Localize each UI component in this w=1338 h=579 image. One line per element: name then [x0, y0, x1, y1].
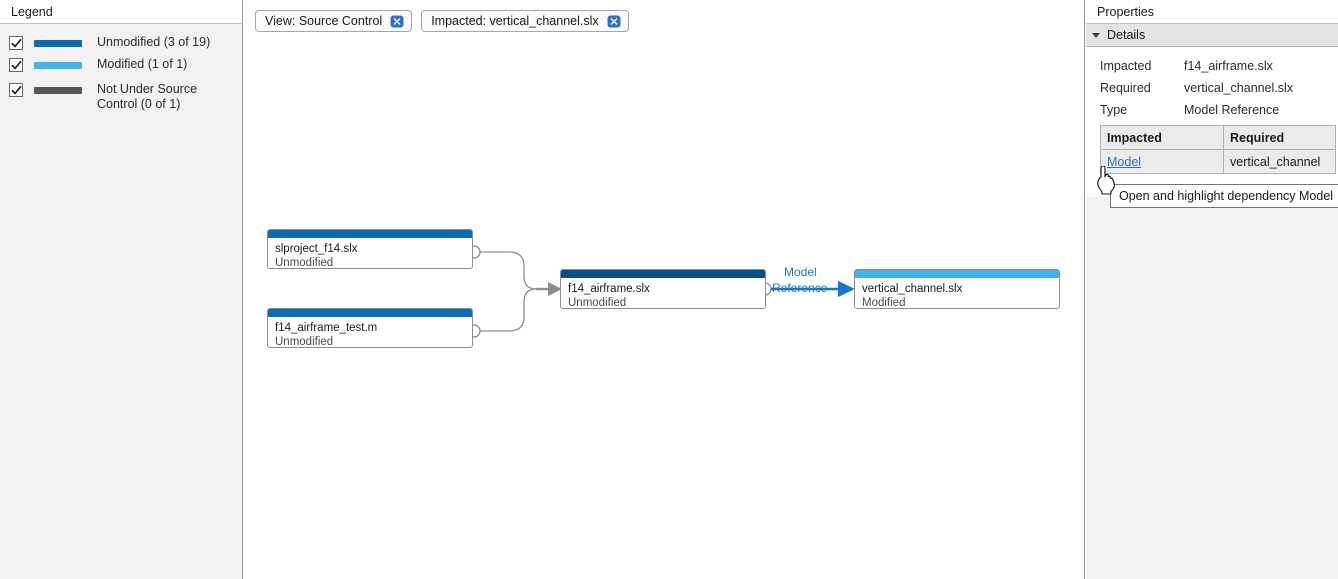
node-status-bar: [561, 270, 765, 278]
edge-label-model-reference-line1: Model: [784, 265, 817, 279]
properties-panel-title: Properties: [1086, 0, 1338, 24]
node-content: slproject_f14.slx Unmodified: [268, 238, 472, 269]
graph-node-slproject-f14[interactable]: slproject_f14.slx Unmodified: [267, 229, 473, 269]
table-cell-impacted-link[interactable]: Model: [1100, 149, 1224, 174]
node-title: vertical_channel.slx: [862, 283, 963, 295]
filter-chip-bar: View: Source Control Impacted: vertical_…: [244, 0, 1084, 44]
properties-panel: Properties Details Impacted f14_airframe…: [1086, 0, 1338, 579]
details-section-body: Impacted f14_airframe.slx Required verti…: [1086, 47, 1338, 197]
node-status-bar: [268, 309, 472, 317]
property-value: f14_airframe.slx: [1184, 59, 1273, 73]
table-row[interactable]: Model vertical_channel: [1100, 149, 1336, 174]
node-status-bar: [268, 230, 472, 238]
filter-chip-view-label: View: Source Control: [265, 14, 383, 28]
tooltip: Open and highlight dependency Model: [1110, 184, 1338, 208]
dependency-model-link[interactable]: Model: [1107, 154, 1142, 169]
legend-swatch-not-under-source-control: [34, 87, 82, 94]
checkbox-checked-icon[interactable]: [9, 58, 23, 72]
checkbox-checked-icon[interactable]: [9, 83, 23, 97]
legend-swatch-unmodified: [34, 40, 82, 47]
dependency-table: Impacted Required Model vertical_channel: [1100, 125, 1336, 174]
close-circle-icon[interactable]: [607, 15, 621, 28]
property-row-type: Type Model Reference: [1086, 99, 1338, 121]
table-header-impacted: Impacted: [1100, 125, 1224, 150]
details-section-header[interactable]: Details: [1086, 24, 1338, 47]
legend-panel: Legend Unmodified (3 of 19) Modified (1 …: [0, 0, 243, 579]
table-cell-required: vertical_channel: [1223, 149, 1336, 174]
close-circle-icon[interactable]: [390, 15, 404, 28]
filter-chip-view-source-control[interactable]: View: Source Control: [255, 10, 413, 32]
graph-node-f14-airframe[interactable]: f14_airframe.slx Unmodified: [560, 269, 766, 309]
node-status-label: Unmodified: [275, 257, 334, 269]
legend-label-not-under-source-control: Not Under Source Control (0 of 1): [97, 82, 198, 111]
node-status-bar: [855, 270, 1059, 278]
graph-node-vertical-channel[interactable]: vertical_channel.slx Modified: [854, 269, 1060, 309]
property-row-impacted: Impacted f14_airframe.slx: [1086, 55, 1338, 77]
legend-label-modified: Modified (1 of 1): [97, 57, 188, 71]
legend-panel-title: Legend: [0, 0, 242, 24]
node-title: slproject_f14.slx: [275, 243, 358, 255]
node-content: vertical_channel.slx Modified: [855, 278, 1059, 309]
property-key: Type: [1100, 103, 1128, 117]
property-key: Impacted: [1100, 59, 1152, 73]
property-key: Required: [1100, 81, 1151, 95]
details-section-label: Details: [1107, 28, 1146, 42]
legend-label-unmodified: Unmodified (3 of 19): [97, 35, 211, 49]
table-header-required: Required: [1223, 125, 1336, 150]
legend-item-unmodified[interactable]: Unmodified (3 of 19): [0, 31, 242, 53]
legend-list: Unmodified (3 of 19) Modified (1 of 1) N…: [0, 24, 242, 115]
checkbox-checked-icon[interactable]: [9, 36, 23, 50]
filter-chip-impacted[interactable]: Impacted: vertical_channel.slx: [421, 10, 629, 32]
property-row-required: Required vertical_channel.slx: [1086, 77, 1338, 99]
property-value: vertical_channel.slx: [1184, 81, 1294, 95]
chevron-down-icon[interactable]: [1092, 32, 1100, 38]
node-title: f14_airframe_test.m: [275, 322, 378, 334]
dependency-graph-canvas[interactable]: View: Source Control Impacted: vertical_…: [244, 0, 1085, 579]
property-value: Model Reference: [1184, 103, 1280, 117]
legend-item-not-under-source-control[interactable]: Not Under Source Control (0 of 1): [0, 75, 242, 115]
node-status-label: Unmodified: [275, 336, 334, 348]
legend-item-modified[interactable]: Modified (1 of 1): [0, 53, 242, 75]
table-header-row: Impacted Required: [1100, 125, 1336, 150]
node-status-label: Unmodified: [568, 297, 627, 309]
node-title: f14_airframe.slx: [568, 283, 650, 295]
edge-label-model-reference-line2: Reference: [772, 281, 828, 295]
filter-chip-impacted-label: Impacted: vertical_channel.slx: [431, 14, 599, 28]
node-content: f14_airframe.slx Unmodified: [561, 278, 765, 309]
graph-node-f14-airframe-test[interactable]: f14_airframe_test.m Unmodified: [267, 308, 473, 348]
node-status-label: Modified: [862, 297, 906, 309]
node-content: f14_airframe_test.m Unmodified: [268, 317, 472, 348]
legend-swatch-modified: [34, 62, 82, 69]
